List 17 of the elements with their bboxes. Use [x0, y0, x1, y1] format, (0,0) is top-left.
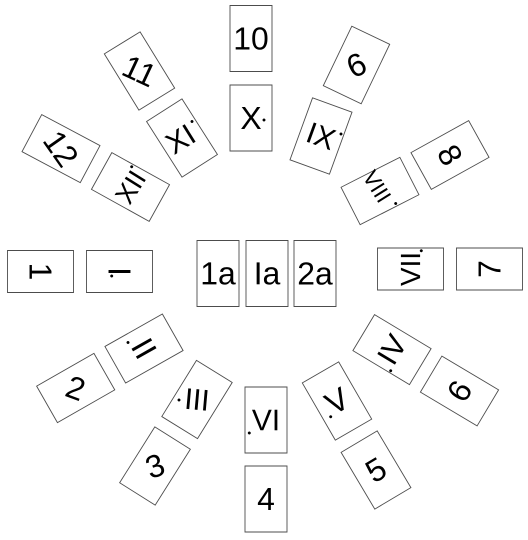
- card: X: [230, 84, 272, 152]
- card: 10: [230, 5, 272, 72]
- card: VII: [377, 248, 444, 290]
- card: I: [86, 250, 153, 293]
- card: V: [302, 361, 372, 441]
- card: 9: [322, 26, 390, 104]
- card: Ia: [246, 240, 288, 307]
- card: 4: [244, 466, 288, 532]
- card: 11: [104, 31, 176, 111]
- card: 2: [36, 352, 116, 424]
- card: 1a: [196, 240, 240, 307]
- card: VI: [244, 386, 288, 454]
- card: 1: [7, 250, 74, 293]
- card: III: [161, 360, 233, 440]
- card: 3: [119, 426, 191, 506]
- card: 2a: [294, 240, 336, 307]
- card: 7: [456, 248, 523, 290]
